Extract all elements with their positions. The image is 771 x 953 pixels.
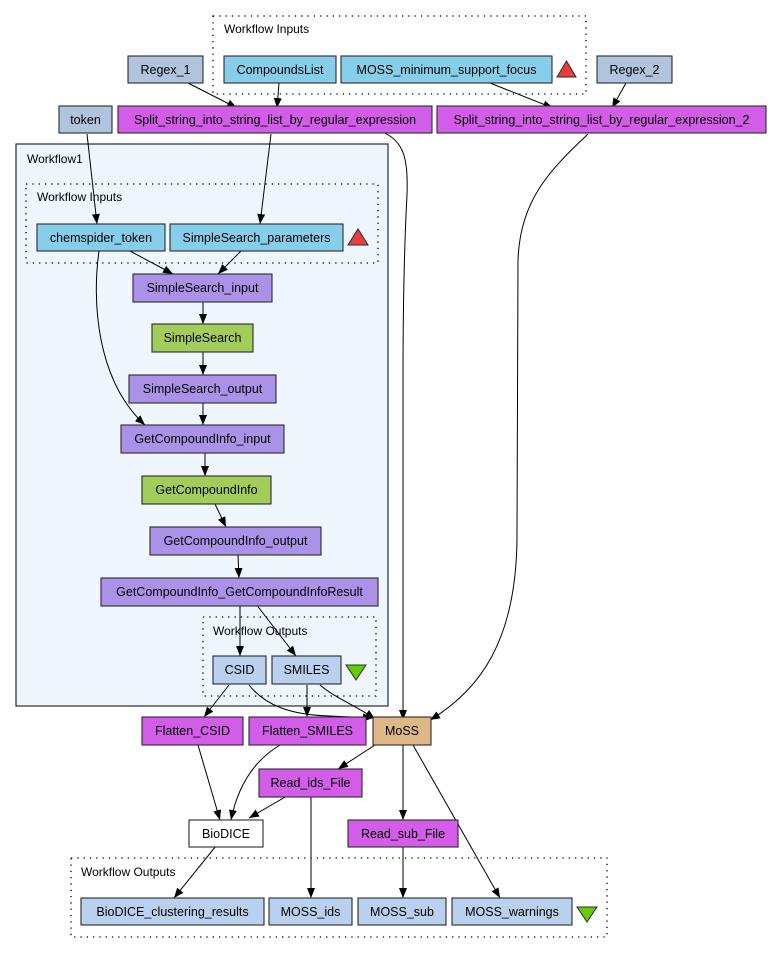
svg-text:chemspider_token: chemspider_token — [50, 231, 152, 245]
svg-text:SimpleSearch_output: SimpleSearch_output — [143, 382, 263, 396]
cluster-top-workflow-inputs: Workflow Inputs — [212, 15, 587, 95]
edge-mossmin-split2 — [489, 82, 554, 109]
svg-text:SimpleSearch_parameters: SimpleSearch_parameters — [183, 231, 331, 245]
svg-text:GetCompoundInfo_GetCompoundInf: GetCompoundInfo_GetCompoundInfoResult — [116, 585, 363, 599]
node-simplesearch[interactable]: SimpleSearch — [151, 323, 254, 353]
svg-text:Split_string_into_string_list_: Split_string_into_string_list_by_regular… — [134, 113, 416, 127]
edge-csid-flattencsid — [203, 684, 230, 718]
cluster-label: Workflow Outputs — [81, 865, 175, 879]
input-port-triangle-icon — [347, 228, 369, 246]
edge-gcresult-smiles — [255, 603, 297, 657]
svg-text:GetCompoundInfo: GetCompoundInfo — [155, 483, 257, 497]
node-chemspider-token[interactable]: chemspider_token — [36, 223, 166, 252]
svg-text:Split_string_into_string_list_: Split_string_into_string_list_by_regular… — [453, 113, 749, 127]
svg-text:SimpleSearch_input: SimpleSearch_input — [147, 281, 259, 295]
svg-text:Read_sub_File: Read_sub_File — [361, 827, 445, 841]
edge-readids-biodice — [248, 795, 288, 819]
svg-text:BioDICE_clustering_results: BioDICE_clustering_results — [96, 905, 248, 919]
svg-text:CompoundsList: CompoundsList — [237, 63, 324, 77]
node-flatten-smiles[interactable]: Flatten_SMILES — [248, 716, 367, 746]
edge-split1-moss — [379, 130, 408, 720]
cluster-bottom-workflow-outputs: Workflow Outputs — [70, 857, 608, 938]
edge-getcompoundinfo-gcoutput — [214, 503, 227, 528]
node-moss-sub[interactable]: MOSS_sub — [357, 897, 447, 926]
svg-text:Regex_2: Regex_2 — [609, 63, 659, 77]
node-moss-minimum-support-focus[interactable]: MOSS_minimum_support_focus — [340, 55, 553, 84]
cluster-label: Workflow Inputs — [224, 22, 309, 36]
node-flatten-csid[interactable]: Flatten_CSID — [141, 716, 244, 746]
edge-flattensmiles-biodice — [229, 744, 281, 821]
node-moss[interactable]: MoSS — [372, 716, 432, 746]
svg-text:Regex_1: Regex_1 — [140, 63, 190, 77]
svg-text:MoSS: MoSS — [385, 724, 419, 738]
node-getcompoundinfo-output[interactable]: GetCompoundInfo_output — [149, 526, 322, 556]
edge-biodice-clustering — [173, 845, 217, 899]
svg-text:MOSS_sub: MOSS_sub — [370, 905, 434, 919]
edge-compoundslist-split1 — [273, 82, 282, 109]
edge-regex1-split1 — [187, 82, 238, 109]
input-port-triangle-icon — [556, 60, 577, 78]
node-simplesearch-input[interactable]: SimpleSearch_input — [132, 273, 273, 303]
svg-text:GetCompoundInfo_input: GetCompoundInfo_input — [134, 432, 271, 446]
node-moss-warnings[interactable]: MOSS_warnings — [451, 897, 573, 926]
node-smiles[interactable]: SMILES — [271, 655, 342, 685]
svg-text:BioDICE: BioDICE — [202, 827, 250, 841]
cluster-label: Workflow Outputs — [213, 624, 307, 638]
node-biodice[interactable]: BioDICE — [188, 819, 264, 848]
cluster-label: Workflow Inputs — [37, 190, 122, 204]
svg-text:Read_ids_File: Read_ids_File — [271, 776, 351, 790]
svg-text:MOSS_ids: MOSS_ids — [281, 905, 341, 919]
cluster-workflow1-inputs: Workflow Inputs — [25, 183, 379, 264]
svg-text:token: token — [70, 113, 101, 127]
node-simplesearch-output[interactable]: SimpleSearch_output — [128, 374, 277, 404]
svg-text:CSID: CSID — [225, 663, 255, 677]
node-csid[interactable]: CSID — [212, 655, 267, 685]
node-split-string-2[interactable]: Split_string_into_string_list_by_regular… — [436, 105, 767, 134]
svg-text:SMILES: SMILES — [284, 663, 330, 677]
node-getcompoundinfo[interactable]: GetCompoundInfo — [141, 475, 272, 505]
svg-text:GetCompoundInfo_output: GetCompoundInfo_output — [164, 534, 308, 548]
output-port-triangle-icon — [576, 906, 598, 923]
edge-params-simplesearchinput — [217, 250, 242, 275]
svg-text:SimpleSearch: SimpleSearch — [164, 331, 242, 345]
svg-text:MOSS_warnings: MOSS_warnings — [465, 905, 559, 919]
node-regex-1[interactable]: Regex_1 — [127, 55, 204, 84]
edge-split1-simplesearchparams — [257, 133, 272, 225]
node-getcompoundinfo-input[interactable]: GetCompoundInfo_input — [120, 424, 285, 454]
svg-text:Flatten_CSID: Flatten_CSID — [155, 724, 230, 738]
edge-flattencsid-biodice — [197, 744, 222, 821]
cluster-label: Workflow1 — [27, 152, 83, 166]
node-simplesearch-parameters[interactable]: SimpleSearch_parameters — [169, 223, 344, 252]
edge-token-chemspider — [86, 133, 100, 225]
node-token[interactable]: token — [58, 105, 113, 134]
svg-text:Flatten_SMILES: Flatten_SMILES — [262, 724, 353, 738]
node-moss-ids[interactable]: MOSS_ids — [268, 897, 353, 926]
edge-regex2-split2 — [611, 82, 627, 109]
edges — [86, 82, 627, 899]
edge-smiles-moss — [319, 684, 376, 720]
node-compounds-list[interactable]: CompoundsList — [223, 55, 337, 84]
output-port-triangle-icon — [345, 664, 367, 681]
edge-moss-readids — [337, 744, 376, 770]
edge-chemspider-simplesearchinput — [129, 250, 174, 275]
edge-gcoutput-gcresult — [234, 554, 243, 579]
node-read-sub-file[interactable]: Read_sub_File — [347, 819, 459, 848]
node-getcompoundinfo-result[interactable]: GetCompoundInfo_GetCompoundInfoResult — [100, 577, 379, 607]
node-biodice-clustering-results[interactable]: BioDICE_clustering_results — [80, 897, 265, 926]
edge-csid-moss — [248, 684, 374, 722]
node-read-ids-file[interactable]: Read_ids_File — [258, 768, 363, 798]
node-split-string-1[interactable]: Split_string_into_string_list_by_regular… — [117, 105, 433, 134]
node-regex-2[interactable]: Regex_2 — [596, 55, 673, 84]
cluster-workflow1-outputs: Workflow Outputs — [202, 616, 377, 697]
edge-chemspider-getcompoundinfoinput — [95, 250, 146, 426]
edge-split2-moss — [429, 133, 589, 721]
svg-text:MOSS_minimum_support_focus: MOSS_minimum_support_focus — [357, 63, 537, 77]
